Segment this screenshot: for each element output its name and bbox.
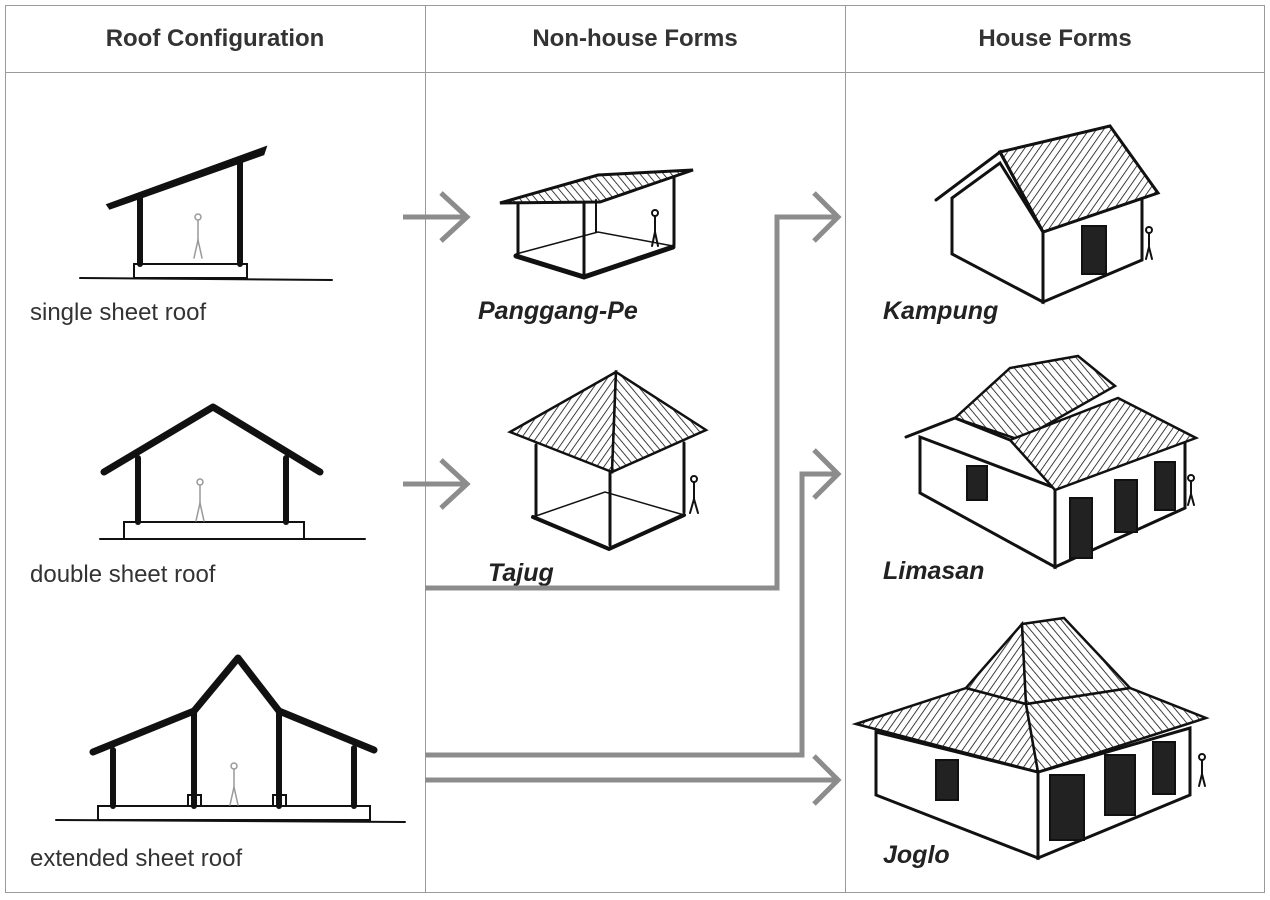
form-name-tajug: Tajug	[488, 559, 554, 587]
header-divider	[5, 72, 1265, 73]
column-divider	[845, 5, 846, 893]
extended-sheet-roof-section	[55, 654, 406, 823]
arrow-extended-to-joglo	[425, 754, 842, 806]
kampung-sketch	[934, 124, 1161, 305]
roof-label-extended: extended sheet roof	[30, 845, 243, 872]
form-name-kampung: Kampung	[883, 297, 999, 325]
roof-label-double: double sheet roof	[30, 561, 216, 588]
form-name-panggang-pe: Panggang-Pe	[478, 297, 638, 325]
diagram-frame	[5, 5, 1265, 893]
form-name-joglo: Joglo	[883, 841, 950, 869]
single-sheet-roof-section	[79, 145, 333, 281]
double-sheet-roof-section	[99, 403, 366, 540]
tajug-sketch	[507, 369, 709, 552]
arrow-double-to-tajug	[403, 458, 471, 510]
header-non-house-forms: Non-house Forms	[532, 24, 738, 52]
arrow-single-to-panggang-pe	[403, 191, 471, 243]
column-divider	[425, 5, 426, 893]
arrow-double-to-kampung	[425, 191, 842, 591]
form-name-limasan: Limasan	[883, 557, 985, 585]
panggang-pe-sketch	[499, 168, 694, 280]
limasan-sketch	[904, 354, 1200, 570]
arrow-extended-to-limasan	[425, 448, 842, 758]
roof-label-single: single sheet roof	[30, 299, 207, 326]
joglo-sketch	[851, 616, 1210, 861]
header-roof-configuration: Roof Configuration	[105, 24, 325, 52]
header-house-forms: House Forms	[978, 24, 1132, 52]
